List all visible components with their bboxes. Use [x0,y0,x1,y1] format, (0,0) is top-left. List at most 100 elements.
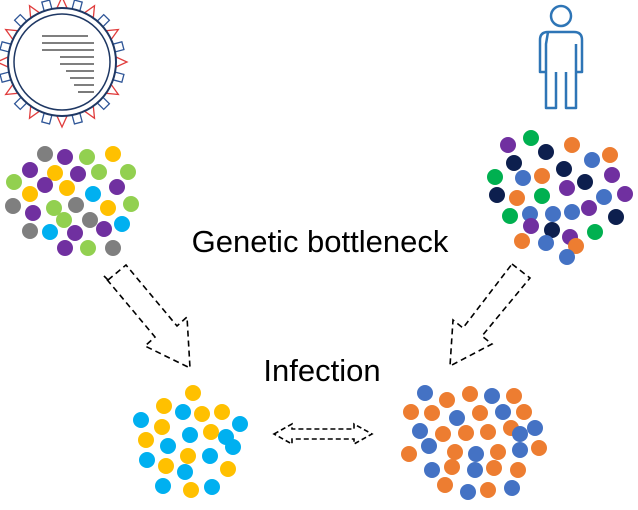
virus-spike-triangle [55,115,69,129]
variant-dot-yellow [138,432,154,448]
variant-dot-navy [608,209,624,225]
variant-dot-cyan [155,478,171,494]
variant-dot-orange [602,147,618,163]
variant-dot-purple [67,225,83,241]
variant-dot-orange [401,446,417,462]
variant-dot-yellow [156,398,172,414]
variant-dot-cyan [42,224,58,240]
variant-dot-cyan [160,438,176,454]
variant-dot-cyan [85,186,101,202]
variant-dot-blue [460,484,476,500]
variant-dot-purple [22,162,38,178]
virus-spike-triangle [83,4,96,19]
variant-dot-orange [403,404,419,420]
variant-dot-yellow [154,419,170,435]
variant-dot-navy [577,174,593,190]
variant-dot-blue [522,206,538,222]
variant-dot-purple [57,149,73,165]
variant-dot-navy [489,187,505,203]
variant-dot-blue [527,420,543,436]
variant-dot-purple [617,186,633,202]
virus-spike-triangle [115,55,129,69]
variant-dot-purple [25,205,41,221]
variant-dot-navy [544,222,560,238]
human-figure-icon [538,4,584,110]
variant-dot-yellow [22,186,38,202]
virus-spike-triangle [55,0,69,9]
variant-dot-gray [105,240,121,256]
variant-dot-cyan [225,439,241,455]
virus-spike-triangle [0,55,9,69]
variant-dot-green [502,208,518,224]
variant-dot-purple [96,221,112,237]
variant-dot-blue [584,152,600,168]
variant-dot-cyan [139,452,155,468]
virus-spike-square [96,96,111,111]
variant-dot-yellow [105,146,121,162]
variant-dot-cyan [182,427,198,443]
variant-dot-cyan [114,216,130,232]
variant-dot-green [487,169,503,185]
variant-dot-green [534,188,550,204]
variant-dot-blue [504,480,520,496]
variant-dot-cyan [177,464,193,480]
variant-dot-orange [480,424,496,440]
variant-dot-cyan [232,416,248,432]
variant-dot-green-light [56,212,72,228]
variant-dot-purple [559,180,575,196]
bottleneck-population-cluster-left [133,385,248,498]
variant-dot-purple [37,177,53,193]
variant-dot-orange [510,462,526,478]
variant-dot-orange [490,444,506,460]
variant-dot-green-light [123,196,139,212]
variant-dot-orange [531,440,547,456]
variant-dot-blue [424,462,440,478]
bottleneck-arrow-left [103,263,191,370]
infection-double-arrow [272,422,374,446]
bottleneck-population-cluster-right [401,385,547,500]
variant-dot-orange [424,405,440,421]
variant-dot-gray [82,212,98,228]
variant-dot-yellow [100,200,116,216]
variant-dot-blue [559,249,575,265]
variant-dot-yellow [183,482,199,498]
variant-dot-yellow [194,406,210,422]
virus-spike-triangle [83,105,96,120]
human-body [538,30,584,110]
variant-dot-orange [534,168,550,184]
virus-spike-triangle [105,28,120,41]
variant-dot-green-light [91,164,107,180]
bottleneck-arrow-right [449,262,532,368]
genetic-bottleneck-label: Genetic bottleneck [192,224,449,259]
variant-dot-navy [556,161,572,177]
variant-dot-purple [581,200,597,216]
variant-dot-purple [604,167,620,183]
variant-dot-yellow [185,385,201,401]
virus-spike-triangle [28,4,41,19]
variant-dot-blue [495,404,511,420]
variant-dot-yellow [180,448,196,464]
variant-dot-orange [568,238,584,254]
variant-dot-orange [516,404,532,420]
variant-dot-gray [68,197,84,213]
variant-dot-purple [70,166,86,182]
variant-dot-yellow [203,424,219,440]
virus-genome-lines [42,35,94,93]
variant-dot-orange [472,405,488,421]
virus-capsid-outer [7,7,117,117]
human-head [549,4,573,28]
variant-dot-yellow [59,180,75,196]
variant-dot-green-light [120,164,136,180]
variant-dot-purple [500,137,516,153]
variant-dot-navy [538,144,554,160]
variant-dot-green-light [46,200,62,216]
variant-dot-yellow [220,461,236,477]
virus-population-cluster [5,146,139,256]
variant-dot-gray [22,223,38,239]
variant-dot-orange [447,444,463,460]
virus-spike-square [13,13,28,28]
variant-dot-blue [596,189,612,205]
variant-dot-green-light [80,240,96,256]
variant-dot-orange [435,426,451,442]
